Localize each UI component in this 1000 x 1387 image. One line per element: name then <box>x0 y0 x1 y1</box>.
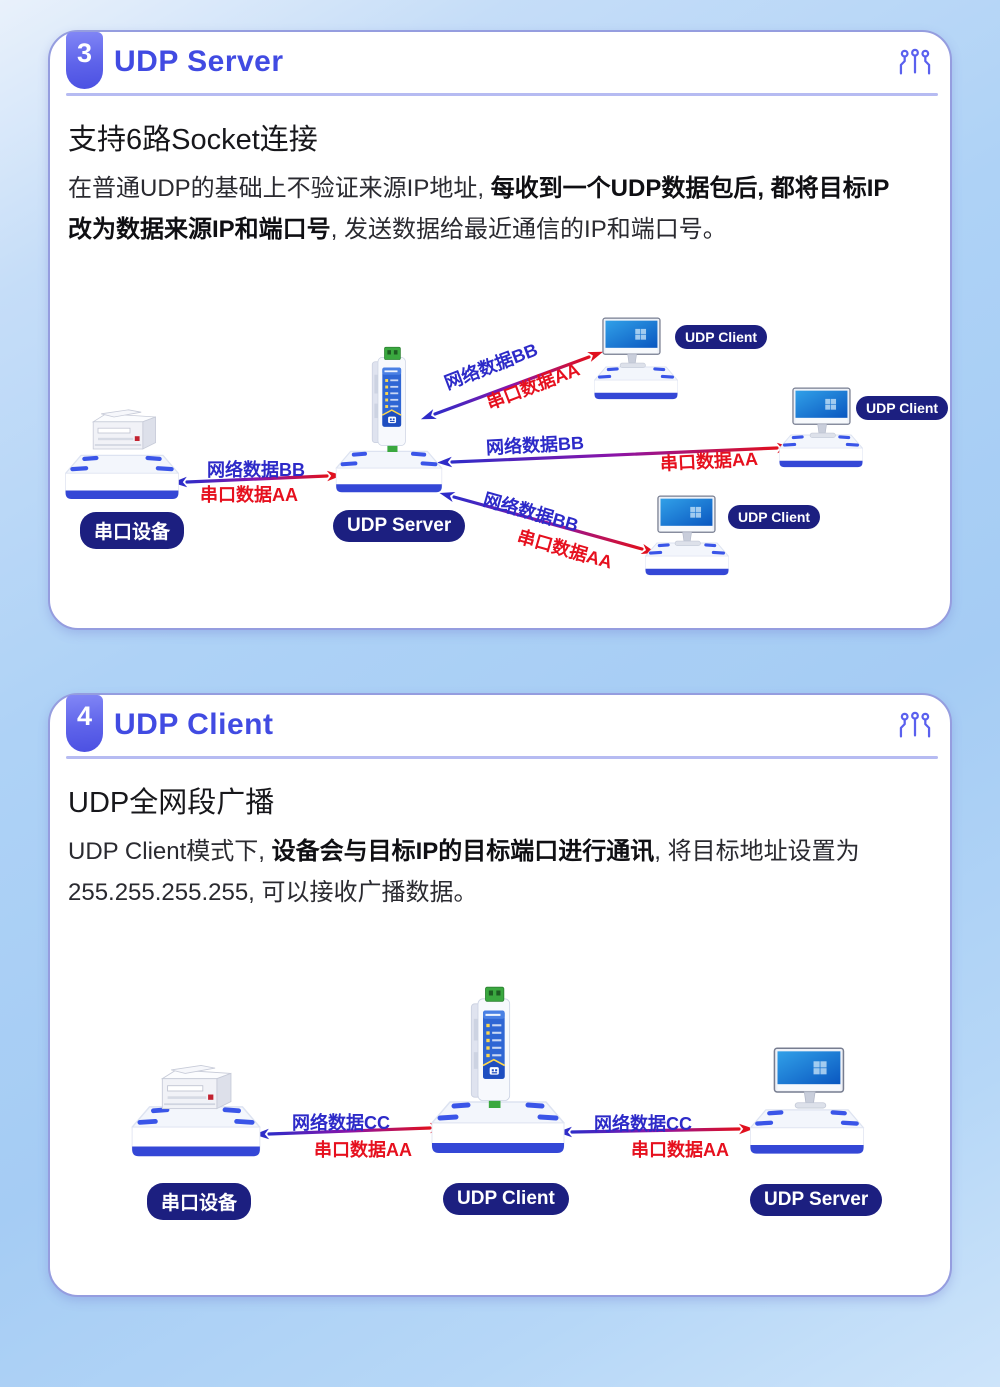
computer-icon <box>651 494 727 554</box>
printer-icon <box>150 1059 238 1123</box>
para-text-bold: 改为数据来源IP和端口号 <box>68 216 331 243</box>
label-udp-server: UDP Server <box>333 510 466 542</box>
diagram-udp-server-mode: 串口设备 UDP Server UDP Client UDP Client UD… <box>50 282 954 612</box>
flow-label-serial: 串口数据AA <box>314 1140 412 1160</box>
flow-label-serial: 串口数据AA <box>659 448 759 474</box>
section-number-badge: 3 <box>66 32 103 89</box>
section-number-badge: 4 <box>66 695 103 752</box>
label-udp-server: UDP Server <box>750 1184 883 1216</box>
section-heading: UDP全网段广播 <box>68 787 275 819</box>
label-udp-client-1: UDP Client <box>675 325 768 349</box>
serial-converter-icon <box>463 979 523 1117</box>
flow-label-network: 网络数据BB <box>207 460 305 480</box>
para-text: 255.255.255.255, 可以接收广播数据。 <box>68 879 478 906</box>
flow-label-serial: 串口数据AA <box>200 485 298 505</box>
section-title: UDP Server <box>114 45 284 78</box>
flow-label-serial: 串口数据AA <box>631 1140 729 1160</box>
section-heading: 支持6路Socket连接 <box>68 124 318 156</box>
para-text-bold: 每收到一个UDP数据包后, 都将目标IP <box>490 175 890 202</box>
circuit-pins-icon <box>899 711 931 738</box>
label-udp-client-2: UDP Client <box>856 396 949 420</box>
para-text: 在普通UDP的基础上不验证来源IP地址, <box>68 175 491 202</box>
label-serial-device: 串口设备 <box>80 512 185 549</box>
flow-label-network: 网络数据CC <box>594 1114 692 1134</box>
label-udp-client-3: UDP Client <box>728 505 821 529</box>
diagram-udp-client-mode: 串口设备 UDP Client UDP Server 网络数据CC 串口数据AA… <box>50 965 954 1295</box>
flow-label-network: 网络数据BB <box>485 432 585 458</box>
card-udp-client: 4 UDP Client UDP全网段广播 UDP Client模式下, 设备会… <box>48 693 952 1297</box>
printer-icon <box>82 404 162 462</box>
divider <box>66 93 938 96</box>
section-title: UDP Client <box>114 708 274 741</box>
para-text-bold: 设备会与目标IP的目标端口进行通讯 <box>271 838 655 865</box>
label-serial-device: 串口设备 <box>147 1183 252 1220</box>
computer-icon <box>596 316 672 376</box>
computer-icon <box>786 386 862 446</box>
para-text: UDP Client模式下, <box>68 838 272 865</box>
serial-converter-icon <box>365 338 417 462</box>
section-paragraph: UDP Client模式下, 设备会与目标IP的目标端口进行通讯, 将目标地址设… <box>68 831 948 913</box>
para-text: , 发送数据给最近通信的IP和端口号。 <box>330 216 727 243</box>
divider <box>66 756 938 759</box>
section-paragraph: 在普通UDP的基础上不验证来源IP地址, 每收到一个UDP数据包后, 都将目标I… <box>68 168 948 250</box>
label-udp-client: UDP Client <box>443 1183 569 1215</box>
card-udp-server: 3 UDP Server 支持6路Socket连接 在普通UDP的基础上不验证来… <box>48 30 952 630</box>
circuit-pins-icon <box>899 48 931 75</box>
computer-icon <box>766 1045 858 1119</box>
para-text: , 将目标地址设置为 <box>654 838 860 865</box>
flow-label-network: 网络数据CC <box>292 1113 390 1133</box>
